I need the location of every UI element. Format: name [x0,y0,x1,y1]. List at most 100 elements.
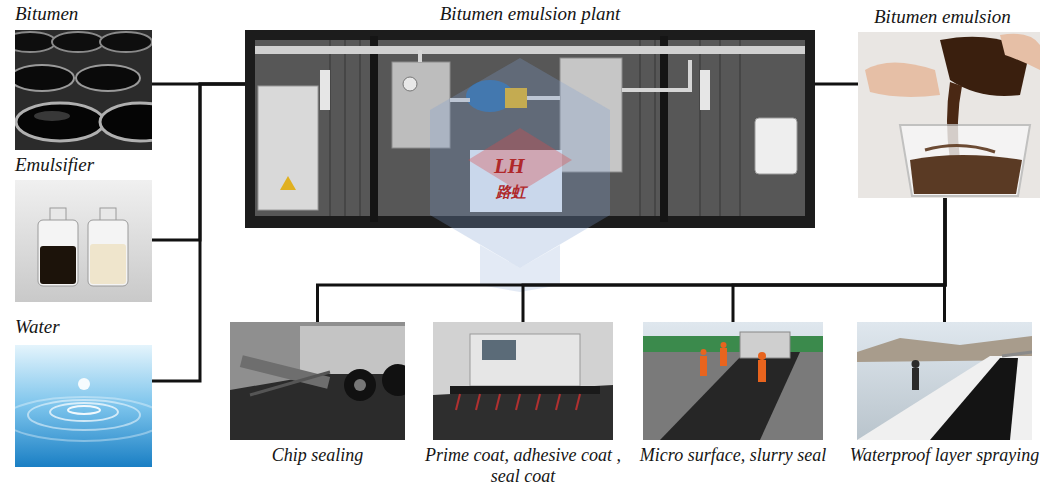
connector-line [815,83,858,86]
micro-surface-photo [643,336,823,352]
photo-caption: Micro surface, slurry seal [631,445,835,466]
prime-coat-photo [556,394,560,410]
input-photo-box: Bitumen [15,3,152,151]
waterproof-photo [857,322,1032,440]
emulsion-photo [1000,34,1040,70]
micro-surface-photo [721,342,727,348]
bitumen-photo [15,32,56,52]
prime-coat-photo [433,322,613,440]
plant-photo [258,86,318,210]
prime-coat-photo [450,386,600,394]
emulsion-photo [925,145,995,152]
micro-surface-photo [758,352,766,360]
prime-coat-photo [456,394,580,410]
micro-surface-photo [758,360,766,382]
input-photo-box: Water [15,316,152,467]
water-photo [78,378,90,390]
water-photo [50,403,118,421]
water-photo [15,397,152,441]
plant-photo [430,58,610,268]
water-photo [15,345,152,467]
connector-line [733,198,945,322]
application-photo-box: Chip sealing [230,322,405,500]
micro-surface-photo [643,322,823,440]
plant-photo [320,70,330,110]
chip-sealing-photo [230,322,405,440]
micro-surface-photo [643,322,823,440]
prime-coat-photo [516,394,520,410]
brand-mark: LH [494,154,525,178]
prime-coat-photo [496,394,500,410]
plant-photo [739,40,741,216]
brand-mark: 路虹 [496,184,526,201]
plant-photo [245,30,815,292]
prime-coat-photo [433,385,613,440]
emulsifier-photo [38,220,78,286]
bitumen-photo [16,103,104,141]
photo-heading: Bitumen [15,3,152,25]
bitumen-photo [76,65,140,91]
photo-caption: Chip sealing [218,445,417,466]
photo-heading: Bitumen emulsion plant [245,3,815,25]
waterproof-photo [912,368,919,390]
plant-photo [468,128,572,192]
micro-surface-photo [700,356,707,376]
bitumen-photo [15,65,74,91]
connector-line [943,198,947,322]
application-photo-box: Micro surface, slurry seal [643,322,823,500]
emulsion-photo [858,32,1040,198]
chip-sealing-photo [230,322,405,440]
micro-surface-photo [643,352,823,440]
plant-photo [755,118,797,174]
application-photo-box: Waterproof layer spraying [857,322,1032,500]
prime-coat-photo [456,394,460,410]
photo-heading: Emulsifier [15,154,152,176]
plant-photo [403,77,417,91]
plant-photo [359,40,361,216]
prime-coat-photo [536,394,540,410]
prime-coat-photo [482,340,516,360]
photo-caption: Prime coat, adhesive coat , seal coat [421,445,625,486]
chip-sealing-photo [250,372,330,395]
input-photo-box: Emulsifier [15,154,152,302]
plant-photo [255,46,805,54]
water-photo [68,406,100,414]
photo-caption: Waterproof layer spraying [845,445,1044,466]
chip-sealing-photo [344,369,376,401]
photo-heading: Water [15,316,152,338]
plant-photo [700,70,710,110]
plant-photo [418,50,422,62]
product-photo-box: Bitumen emulsion [858,6,1048,198]
plant-photo [280,176,296,190]
emulsifier-photo [15,180,152,302]
bitumen-photo [34,111,70,121]
emulsifier-photo [15,180,152,302]
micro-surface-photo [720,348,727,366]
plant-photo-box: Bitumen emulsion plant [245,3,815,228]
emulsifier-photo [90,244,126,284]
bitumen-photo [100,103,152,141]
waterproof-photo [930,358,1018,440]
waterproof-photo [857,356,1032,440]
plant-photo [329,40,331,216]
prime-coat-photo [470,334,580,386]
micro-surface-photo [660,352,800,440]
chip-sealing-photo [354,379,366,391]
emulsion-photo [858,32,1040,198]
plant-photo [622,60,690,90]
emulsifier-photo [88,220,128,286]
water-photo [15,345,152,467]
waterproof-photo [857,322,1032,440]
bitumen-photo [15,30,152,150]
plant-photo [344,40,346,216]
plant-photo [654,40,656,216]
connector-line [523,198,945,322]
micro-surface-photo [701,349,707,355]
emulsion-photo [900,125,1030,196]
chip-sealing-photo [382,364,405,396]
plant-photo [370,36,378,222]
